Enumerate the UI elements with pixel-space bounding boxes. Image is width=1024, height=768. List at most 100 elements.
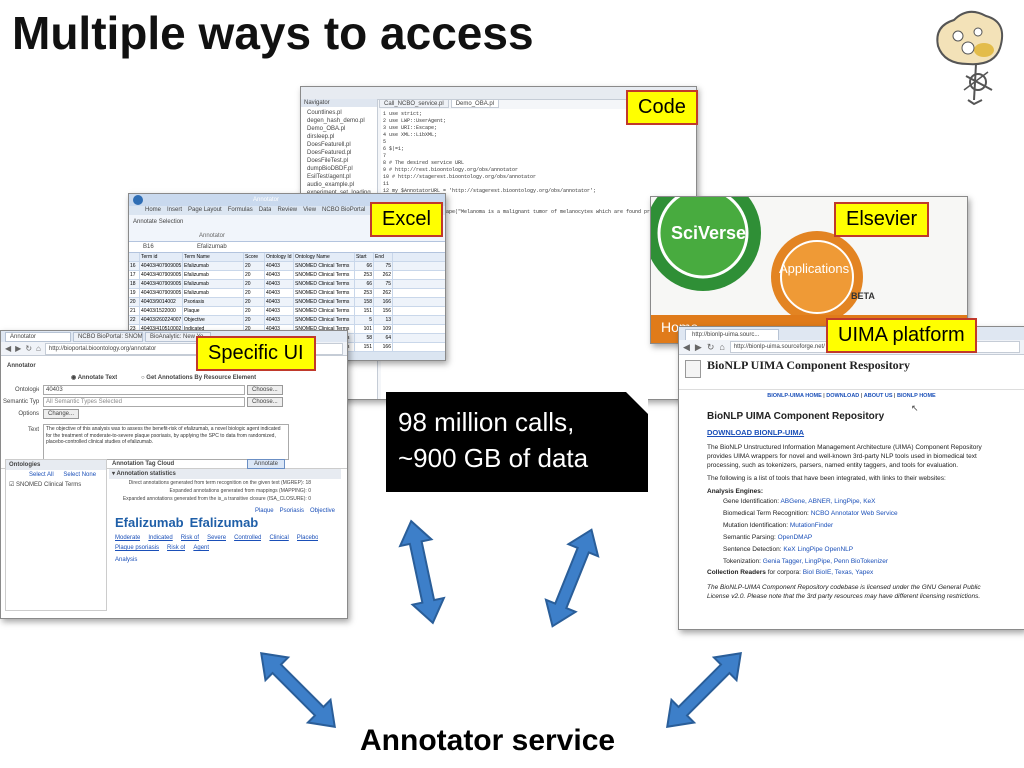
grid-cell[interactable]: 40403/1522000	[140, 307, 183, 315]
file-item[interactable]: DoesFeatured.pl	[307, 150, 352, 156]
cloud-word-small[interactable]: Severe	[207, 535, 227, 541]
grid-cell[interactable]: 5	[355, 316, 374, 324]
grid-cell[interactable]: 75	[374, 262, 393, 270]
semantic-types-input[interactable]: All Semantic Types Selected	[43, 397, 245, 407]
radio-get-annotations[interactable]: ○ Get Annotations By Resource Element	[141, 375, 257, 381]
grid-cell[interactable]: 66	[355, 262, 374, 270]
browser-tab[interactable]: http://bionlp-uima.sourc...	[685, 329, 779, 340]
file-item[interactable]: EsilTest/agent.pl	[307, 174, 351, 180]
column-header[interactable]: Start	[355, 253, 374, 261]
home-icon[interactable]: ⌂	[36, 344, 41, 353]
cloud-word-large[interactable]: Efalizumab	[115, 515, 184, 530]
file-item[interactable]: audio_example.pl	[307, 182, 355, 188]
file-item[interactable]: DoesFeaturell.pl	[307, 142, 351, 148]
ribbon-tab[interactable]: Data	[258, 207, 272, 213]
ribbon-tab[interactable]: View	[303, 207, 317, 213]
engine-links[interactable]: KeX LingPipe OpenNLP	[783, 546, 854, 553]
grid-cell[interactable]: Efalizumab	[183, 280, 244, 288]
grid-cell[interactable]: 20	[244, 298, 265, 306]
tab-bioportal[interactable]: NCBO BioPortal: SNOMED...	[73, 332, 143, 342]
choose-ontologies-button[interactable]: Choose...	[247, 385, 283, 395]
file-item[interactable]: dumpBioDBDF.pl	[307, 166, 353, 172]
cloud-word-small[interactable]: Controlled	[234, 535, 262, 541]
ribbon-tab[interactable]: Review	[277, 207, 298, 213]
grid-cell[interactable]: 166	[374, 343, 393, 351]
cloud-word-small[interactable]: Plaque psoriasis	[115, 545, 160, 551]
tab-call-ncbo[interactable]: Call_NCBO_service.pl	[379, 99, 449, 108]
grid-cell[interactable]: SNOMED Clinical Terms	[294, 325, 355, 333]
grid-cell[interactable]: 151	[355, 307, 374, 315]
grid-cell[interactable]: Indicated	[183, 325, 244, 333]
grid-cell[interactable]: 75	[374, 280, 393, 288]
grid-cell[interactable]: 253	[355, 271, 374, 279]
grid-cell[interactable]: Efalizumab	[183, 262, 244, 270]
grid-cell[interactable]: 20	[244, 307, 265, 315]
annotate-button[interactable]: Annotate	[247, 459, 286, 469]
column-header[interactable]: Term Name	[183, 253, 244, 261]
grid-cell[interactable]: Objective	[183, 316, 244, 324]
uima-nav-link[interactable]: DOWNLOAD	[826, 393, 860, 399]
column-header[interactable]: Ontology Name	[294, 253, 355, 261]
grid-cell[interactable]: 40403	[265, 271, 294, 279]
grid-cell[interactable]: 156	[374, 307, 393, 315]
grid-cell[interactable]: 20	[244, 289, 265, 297]
grid-cell[interactable]: 20	[244, 325, 265, 333]
grid-cell[interactable]: 40403/260224007	[141, 316, 183, 324]
file-item[interactable]: Demo_OBA.pl	[307, 126, 346, 132]
home-icon[interactable]: ⌂	[719, 342, 725, 352]
grid-cell[interactable]: 40403	[265, 325, 294, 333]
grid-cell[interactable]: SNOMED Clinical Terms	[294, 280, 355, 288]
grid-cell[interactable]: 13	[374, 316, 393, 324]
cloud-word-small[interactable]: Placebo	[296, 535, 319, 541]
grid-cell[interactable]: 166	[374, 298, 393, 306]
grid-cell[interactable]: 40403	[265, 316, 294, 324]
grid-cell[interactable]: 20	[244, 271, 265, 279]
grid-cell[interactable]: 20	[244, 280, 265, 288]
grid-cell[interactable]: 40403	[265, 298, 294, 306]
file-item[interactable]: dirsleep.pl	[307, 134, 335, 140]
ontologies-input[interactable]: 40403	[43, 385, 245, 395]
download-link[interactable]: DOWNLOAD BIONLP-UIMA	[707, 428, 805, 437]
back-icon[interactable]: ◀	[5, 344, 12, 353]
uima-nav-link[interactable]: ABOUT US	[863, 393, 893, 399]
select-none-link[interactable]: Select None	[63, 472, 97, 478]
grid-cell[interactable]: SNOMED Clinical Terms	[294, 298, 355, 306]
tab-annotator[interactable]: Annotator	[5, 332, 71, 342]
grid-cell[interactable]: SNOMED Clinical Terms	[294, 271, 355, 279]
grid-cell[interactable]: 40403	[265, 262, 294, 270]
engine-links[interactable]: NCBO Annotator Web Service	[810, 510, 898, 517]
engine-links[interactable]: ABGene, ABNER, LingPipe, KeX	[780, 498, 876, 505]
cloud-word[interactable]: Objective	[309, 508, 335, 514]
cloud-word-small[interactable]: Agent	[193, 545, 210, 551]
engine-links[interactable]: Genia Tagger, LingPipe, Penn BioTokenize…	[762, 558, 889, 565]
ribbon-tab[interactable]: Page Layout	[188, 207, 222, 213]
engine-links[interactable]: OpenDMAP	[777, 534, 813, 541]
cloud-word-small[interactable]: Clinical	[269, 535, 289, 541]
cloud-word-small[interactable]: Indicated	[148, 535, 173, 541]
grid-cell[interactable]: 20	[244, 316, 265, 324]
grid-cell[interactable]: 40403/410510002	[141, 325, 183, 333]
cloud-word[interactable]: Plaque	[254, 508, 274, 514]
grid-cell[interactable]: 40403/407909005	[141, 271, 183, 279]
grid-cell[interactable]: 40403	[265, 307, 294, 315]
uima-nav-link[interactable]: BIONLP-UIMA HOME	[767, 393, 822, 399]
cloud-word-analysis[interactable]: Analysis	[115, 557, 138, 563]
grid-cell[interactable]: SNOMED Clinical Terms	[294, 307, 355, 315]
ribbon-panel-item[interactable]: Annotate Selection	[133, 219, 184, 225]
options-change-button[interactable]: Change...	[43, 409, 80, 419]
grid-cell[interactable]: 40403/407909005	[141, 262, 183, 270]
grid-cell[interactable]: 40403	[265, 289, 294, 297]
uima-nav-link[interactable]: BIONLP HOME	[897, 393, 936, 399]
ontology-checkbox[interactable]: ☑ SNOMED Clinical Terms	[9, 482, 82, 488]
formula-value[interactable]: Efalizumab	[197, 244, 227, 250]
select-all-link[interactable]: Select All	[29, 472, 54, 478]
grid-cell[interactable]: 40403/9014002	[140, 298, 183, 306]
forward-icon[interactable]: ▶	[694, 341, 702, 352]
grid-cell[interactable]: SNOMED Clinical Terms	[294, 262, 355, 270]
grid-cell[interactable]: 66	[355, 280, 374, 288]
grid-cell[interactable]: Psoriasis	[183, 298, 244, 306]
grid-cell[interactable]: 262	[374, 289, 393, 297]
grid-cell[interactable]: Plaque	[183, 307, 244, 315]
grid-cell[interactable]: Efalizumab	[183, 289, 244, 297]
grid-cell[interactable]: Efalizumab	[183, 271, 244, 279]
